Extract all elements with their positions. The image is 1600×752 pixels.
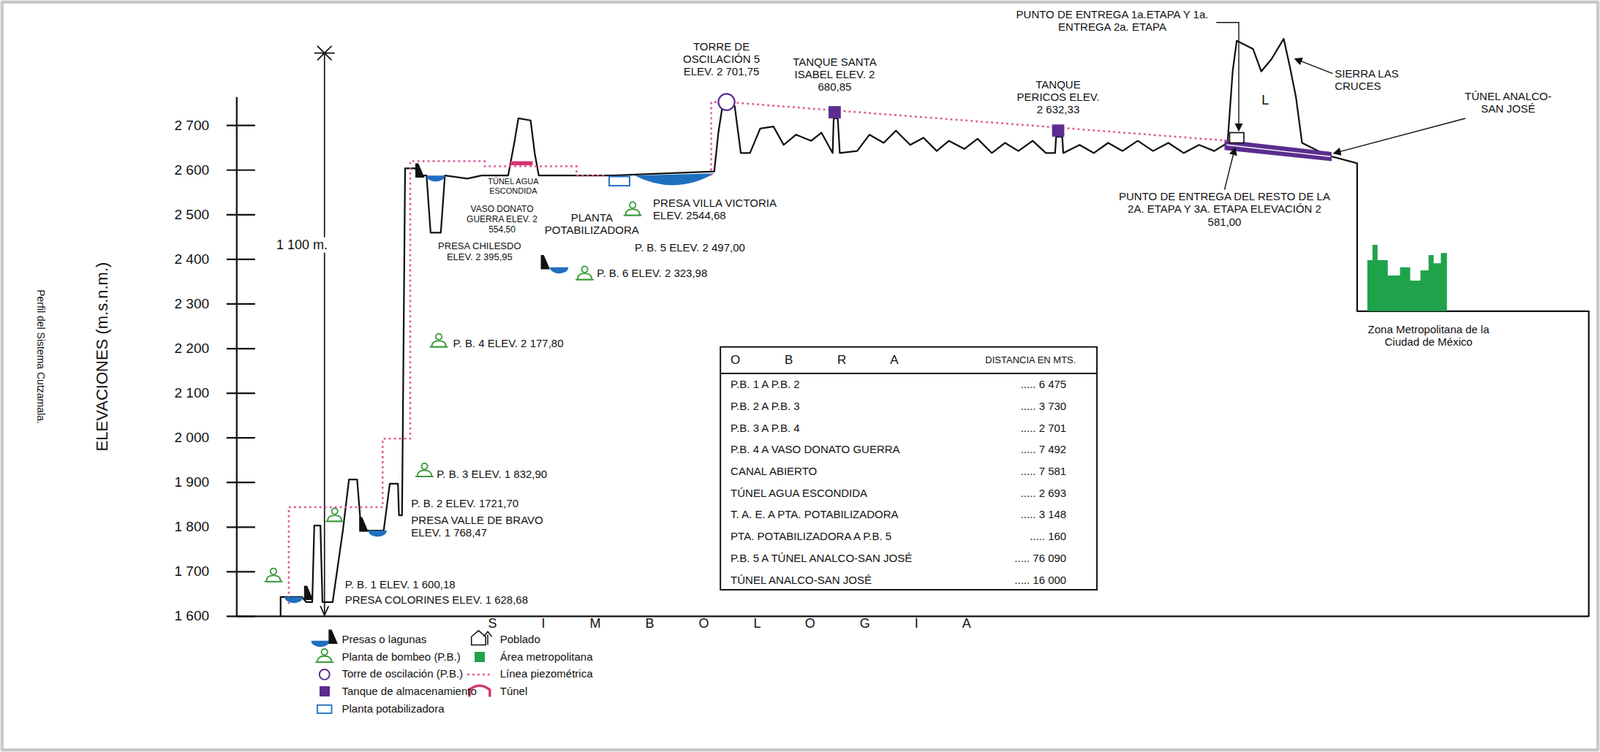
- legend-label: Área metropolitana: [500, 650, 594, 664]
- table-cell: TÚNEL ANALCO-SAN JOSÉ: [730, 574, 872, 587]
- structure-label: PRESA COLORINES ELEV. 1 628,68: [345, 593, 528, 607]
- legend-label: Planta de bombeo (P.B.): [341, 650, 460, 664]
- table-cell: P.B. 2 A P.B. 3: [730, 400, 800, 413]
- table-cell: P.B. 4 A VASO DONATO GUERRA: [730, 443, 900, 457]
- table-cell: ..... 6 475: [1020, 378, 1067, 391]
- structure-label: PRESA CHILESDO ELEV. 2 395,95: [434, 241, 525, 264]
- dimension-line: [314, 46, 335, 616]
- structure-label: PRESA VALLE DE BRAVO ELEV. 1 768,47: [410, 514, 564, 540]
- tunnel-mark: [510, 161, 534, 166]
- piezometric-line: [288, 102, 1230, 605]
- table-cell: ..... 160: [1029, 530, 1067, 543]
- legend-label: Planta potabilizadora: [341, 702, 444, 716]
- table-header: O B R A: [730, 353, 919, 368]
- structure-label: TÚNEL AGUA ESCONDIDA: [476, 177, 550, 196]
- table-cell: ..... 2 693: [1020, 487, 1067, 500]
- table-cell: ..... 2 701: [1020, 421, 1067, 435]
- metropolitan-area: [1367, 244, 1448, 312]
- structure-label: TANQUE SANTA ISABEL ELEV. 2 680,85: [786, 55, 884, 94]
- axis: [226, 97, 256, 618]
- table-cell: P.B. 3 A P.B. 4: [730, 421, 800, 435]
- axis-tick-label: 1 800: [174, 519, 210, 536]
- callout-label: TÚNEL ANALCO-SAN JOSÉ: [1458, 89, 1559, 115]
- table-cell: ..... 76 090: [1014, 552, 1067, 565]
- table-cell: CANAL ABIERTO: [730, 465, 817, 478]
- storage-tank: [828, 106, 841, 119]
- table-header: DISTANCIA EN MTS.: [982, 354, 1080, 366]
- table-cell: P.B. 1 A P.B. 2: [730, 378, 800, 391]
- axis-tick-label: 2 100: [174, 385, 210, 402]
- callout-label: PUNTO DE ENTREGA DEL RESTO DE LA 2A. ETA…: [1112, 190, 1337, 229]
- structure-label: P. B. 2 ELEV. 1721,70: [410, 497, 519, 511]
- legend-icons: [311, 629, 493, 713]
- structure-label: P. B. 4 ELEV. 2 177,80: [453, 337, 564, 351]
- axis-tick-label: 2 400: [174, 251, 210, 268]
- structure-label: PRESA VILLA VICTORIA ELEV. 2544,68: [653, 196, 806, 223]
- legend-label: Presas o lagunas: [341, 633, 427, 646]
- terrain-profile: [236, 38, 1590, 617]
- dimension-label: 1 100 m.: [274, 237, 330, 254]
- legend-swatch: [474, 652, 485, 663]
- axis-tick-label: 1 700: [174, 563, 210, 580]
- structure-label: VASO DONATO GUERRA ELEV. 2 554,50: [463, 205, 541, 236]
- legend-swatch: [319, 686, 330, 697]
- source-note: Perfil del Sistema Cutzamala.: [35, 290, 47, 425]
- table-cell: ..... 3 730: [1020, 400, 1067, 413]
- table-cell: P.B. 5 A TÚNEL ANALCO-SAN JOSÉ: [730, 552, 912, 565]
- surge-tower: [718, 93, 735, 110]
- structure-label: TORRE DE OSCILACIÓN 5 ELEV. 2 701,75: [667, 40, 776, 79]
- table-frame: [720, 347, 1097, 591]
- table-cell: ..... 7 581: [1020, 465, 1067, 478]
- structure-label: P. B. 5 ELEV. 2 497,00: [634, 241, 746, 254]
- callout-label: PUNTO DE ENTREGA 1a.ETAPA Y 1a. ENTREGA …: [1007, 8, 1217, 34]
- axis-tick-label: 2 000: [174, 429, 210, 447]
- axis-tick-label: 1 600: [174, 608, 210, 625]
- legend-label: Tanque de almacenamiento: [341, 685, 477, 698]
- axis-tick-label: 2 700: [174, 117, 210, 134]
- reservoir: [634, 173, 715, 186]
- structure-label: P. B. 1 ELEV. 1 600,18: [345, 578, 456, 591]
- pumping-plants: [263, 201, 642, 582]
- legend-label: Línea piezométrica: [500, 668, 594, 681]
- dams-and-lagoons: [284, 163, 569, 604]
- axis-tick-label: 2 500: [174, 206, 210, 224]
- legend-label: Túnel: [500, 685, 528, 698]
- delivery-point: [1229, 133, 1244, 144]
- axis-tick-label: 2 600: [174, 162, 210, 179]
- axis-tick-label: 1 900: [174, 474, 210, 491]
- legend-label: Poblado: [500, 633, 541, 646]
- legend-heading: S I M B O L O G Í A: [487, 615, 991, 632]
- leader-lines: [1216, 22, 1465, 191]
- axis-tick-label: 2 300: [174, 296, 210, 313]
- structure-label: TANQUE PERICOS ELEV. 2 632,33: [1016, 78, 1100, 117]
- structure-label: P. B. 6 ELEV. 2 323,98: [596, 266, 708, 280]
- structure-label: P. B. 3 ELEV. 1 832,90: [436, 468, 547, 481]
- table-cell: PTA. POTABILIZADORA A P.B. 5: [730, 530, 892, 543]
- axis-title: ELEVACIONES (m.s.n.m.): [92, 262, 112, 452]
- area-label: Zona Metropolitana de la Ciudad de Méxic…: [1357, 323, 1500, 349]
- table-cell: ..... 7 492: [1020, 443, 1067, 457]
- storage-tank: [1052, 124, 1065, 137]
- piezometric-line: [711, 102, 719, 177]
- mountain-mark: L: [1261, 92, 1269, 108]
- table-cell: ..... 3 148: [1020, 508, 1067, 522]
- tunnel-band: [1226, 144, 1331, 157]
- table-cell: TÚNEL AGUA ESCONDIDA: [730, 487, 868, 500]
- treatment-plant: [609, 176, 630, 187]
- callout-label: SIERRA LAS CRUCES: [1334, 67, 1408, 93]
- legend-label: Torre de oscilación (P.B.): [341, 668, 463, 681]
- axis-tick-label: 2 200: [174, 340, 210, 357]
- table-cell: T. A. E. A PTA. POTABILIZADORA: [730, 508, 899, 522]
- structure-label: PLANTA POTABILIZADORA: [543, 210, 641, 237]
- table-cell: ..... 16 000: [1014, 574, 1067, 587]
